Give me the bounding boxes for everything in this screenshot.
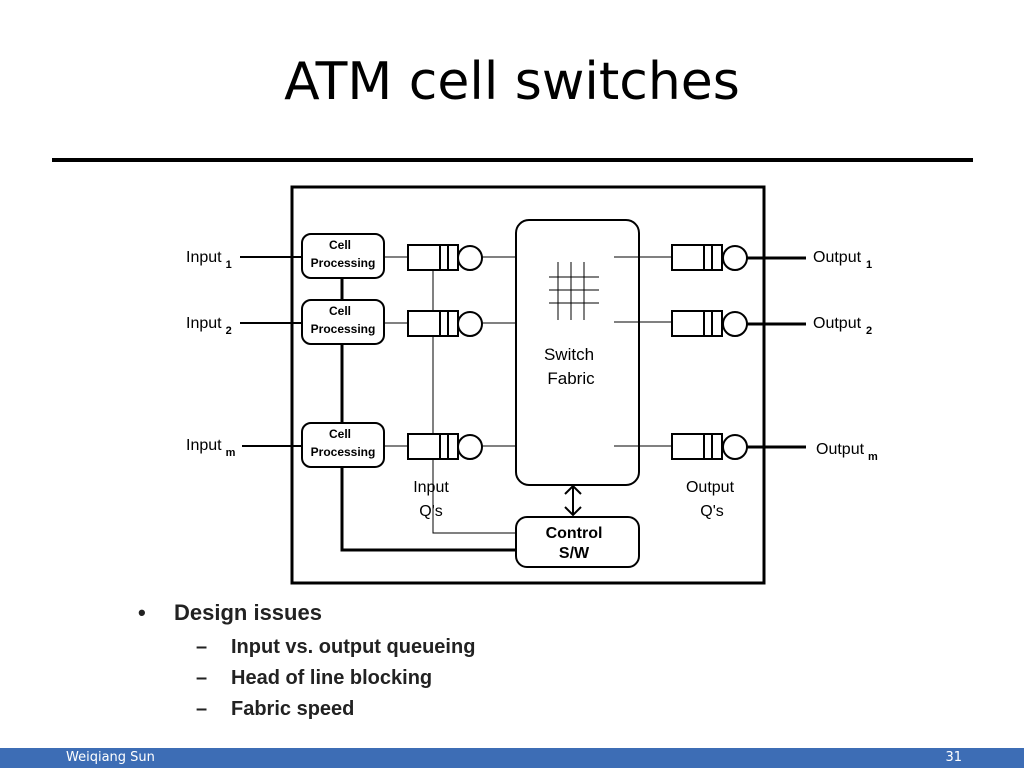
- bullet-subitem-text: Fabric speed: [231, 698, 355, 720]
- control-label-2: S/W: [559, 545, 590, 562]
- input-queues-label-2: Q's: [419, 503, 443, 520]
- bullet-subitem: – Input vs. output queueing: [196, 636, 475, 667]
- dash-marker: –: [196, 667, 208, 689]
- cell-processing-label-2: Processing: [311, 445, 376, 459]
- bullet-dot: •: [138, 600, 146, 625]
- title-divider: [52, 158, 973, 162]
- fabric-control-arrow: [564, 484, 582, 517]
- control-label-1: Control: [546, 525, 603, 542]
- bullet-subitem: – Head of line blocking: [196, 667, 475, 698]
- control-wire-thin: [432, 270, 516, 534]
- cell-processing-label-1: Cell: [329, 304, 351, 318]
- output-queue: [671, 244, 748, 271]
- bullet-subitem-text: Head of line blocking: [231, 667, 433, 689]
- output-queue: [671, 433, 748, 460]
- cell-processing-box: [301, 299, 385, 345]
- bullet-list: • Design issues – Input vs. output queue…: [138, 600, 475, 729]
- slide-title: ATM cell switches: [284, 52, 740, 112]
- cell-processing-label-2: Processing: [311, 256, 376, 270]
- input-queue: [407, 310, 483, 337]
- output-queue: [671, 310, 748, 337]
- cell-processing-box: [301, 422, 385, 468]
- bullet-subitem: – Fabric speed: [196, 698, 475, 729]
- control-wire-thick: [340, 262, 516, 552]
- dash-marker: –: [196, 698, 208, 720]
- bullet-subitem-text: Input vs. output queueing: [231, 636, 476, 658]
- output-queues-label-2: Q's: [700, 503, 724, 520]
- input-queues-label-1: Input: [413, 479, 449, 496]
- footer-author: Weiqiang Sun: [66, 750, 155, 765]
- page-number: 31: [945, 750, 962, 765]
- cell-processing-box: [301, 233, 385, 279]
- footer-bar: Weiqiang Sun 31: [0, 748, 1024, 768]
- cell-processing-label-1: Cell: [329, 238, 351, 252]
- dash-marker: –: [196, 636, 208, 658]
- input-queue: [407, 433, 483, 460]
- input-queue: [407, 244, 483, 271]
- switch-fabric-box: [515, 219, 640, 486]
- bullet-heading-text: Design issues: [174, 600, 322, 625]
- switch-fabric-label-2: Fabric: [547, 369, 595, 388]
- diagram-frame: [290, 185, 766, 585]
- output-queues-label-1: Output: [686, 479, 735, 496]
- cell-processing-label-1: Cell: [329, 427, 351, 441]
- crossbar-icon: [549, 262, 599, 320]
- control-sw-box: [515, 516, 640, 568]
- switch-fabric-label-1: Switch: [544, 345, 594, 364]
- cell-processing-label-2: Processing: [311, 322, 376, 336]
- bullet-heading: • Design issues: [138, 600, 475, 626]
